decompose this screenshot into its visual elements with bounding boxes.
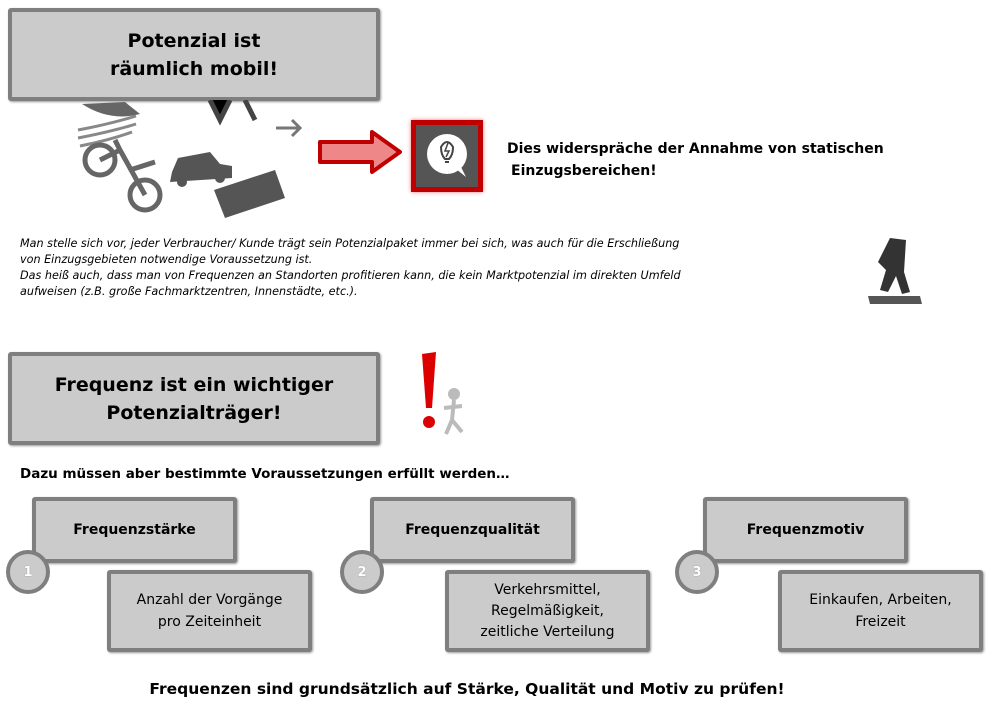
step-description-box: Verkehrsmittel, Regelmäßigkeit, zeitliche … [445, 570, 650, 652]
bicycle-icon [82, 138, 163, 213]
walking-figure-icon [868, 238, 922, 304]
step-title-box: Frequenzstärke [32, 497, 237, 563]
step-title: Frequenzmotiv [746, 522, 865, 538]
step-title: Frequenzqualität [405, 522, 540, 538]
callout-line: Einzugsbereichen! [511, 163, 657, 179]
step-title: Frequenzstärke [73, 522, 196, 538]
header-line: räumlich mobil! [109, 57, 279, 80]
red-arrow-icon [318, 130, 402, 174]
callout-text: Dies widerspräche der Annahme von statis… [507, 138, 884, 182]
step-description-box: Einkaufen, Arbeiten, Freizeit [778, 570, 983, 652]
paragraph-line: von Einzugsgebieten notwendige Vorausset… [20, 253, 313, 266]
mobility-illustration [77, 100, 303, 218]
conclusion-text: Frequenzen sind grundsätzlich auf Stärke… [149, 680, 785, 698]
step-desc-line: zeitliche Verteilung [480, 623, 615, 640]
car-icon [170, 152, 232, 187]
callout-line: Dies widerspräche der Annahme von statis… [507, 141, 884, 157]
step-description-box: Anzahl der Vorgänge pro Zeiteinheit [107, 570, 312, 652]
header-line: Potenzial ist [127, 29, 261, 52]
step-desc-line: Freizeit [855, 614, 906, 630]
step-desc-line: Verkehrsmittel, [494, 581, 601, 598]
exclamation-figure-icon [422, 352, 464, 435]
step-desc-line: Einkaufen, Arbeiten, [809, 592, 952, 608]
idea-lightbulb-icon [411, 120, 483, 192]
paragraph-line: Das heiß auch, dass man von Frequenzen a… [20, 269, 681, 282]
bus-icon [214, 170, 285, 218]
step-number-badge: 2 [340, 550, 384, 594]
step-number-badge: 1 [6, 550, 50, 594]
step-desc-line: Anzahl der Vorgänge [136, 592, 283, 608]
header-line: Frequenz ist ein wichtiger [54, 373, 334, 396]
step-title-box: Frequenzqualität [370, 497, 575, 563]
header-mobile-potential: Potenzial ist räumlich mobil! [8, 8, 380, 101]
explanation-paragraph: Man stelle sich vor, jeder Verbraucher/ … [20, 236, 775, 300]
intro-text: Dazu müssen aber bestimmte Voraussetzung… [20, 466, 510, 482]
step-desc-line: Regelmäßigkeit, [491, 602, 604, 619]
header-line: Potenzialträger! [106, 401, 282, 424]
arrow-icon [276, 118, 303, 138]
step-number-badge: 3 [675, 550, 719, 594]
step-title-box: Frequenzmotiv [703, 497, 908, 563]
paragraph-line: aufweisen (z.B. große Fachmarktzentren, … [20, 285, 358, 298]
step-desc-line: pro Zeiteinheit [157, 614, 262, 630]
paragraph-line: Man stelle sich vor, jeder Verbraucher/ … [20, 237, 680, 250]
